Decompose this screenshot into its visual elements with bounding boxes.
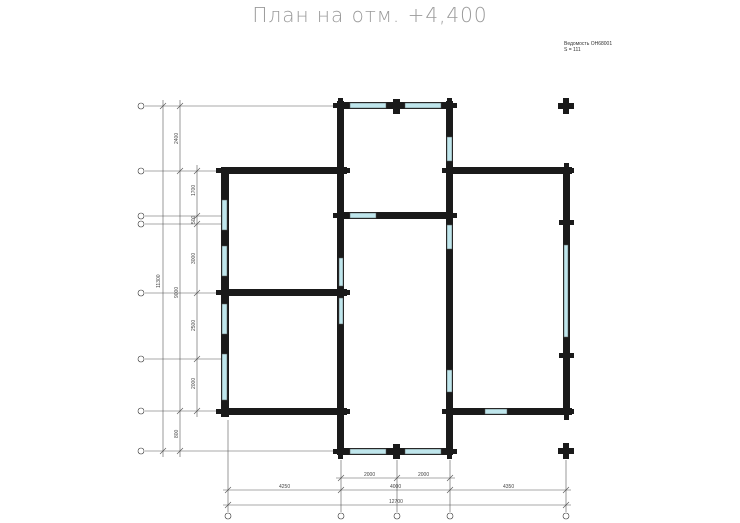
column-axis-markers: [224, 512, 570, 520]
walls: [216, 98, 574, 459]
window-top-right: [404, 102, 442, 109]
wall-left-block-middle: [221, 289, 347, 296]
bottom-dimension-lines: [223, 420, 571, 512]
window-right-bottom: [484, 408, 508, 415]
wall-left-block-top: [221, 167, 347, 174]
opening-center-mid: [446, 224, 453, 250]
door-left-lower: [338, 297, 344, 325]
wall-center-right: [446, 101, 453, 455]
dim-seg-e: 2000: [191, 378, 197, 389]
plan-title: План на отм. +4,400: [252, 3, 488, 27]
dim-seg-b: 500: [191, 215, 197, 224]
dim-seg-top: 2400: [174, 133, 180, 144]
window-left-1: [221, 199, 228, 231]
wall-right-block-top: [446, 167, 572, 174]
wall-left-block-bottom: [221, 408, 347, 415]
window-center-inner: [349, 212, 377, 219]
dim-bottom-2000-b: 2000: [418, 472, 429, 478]
dim-left-inner: 9000: [174, 287, 180, 298]
windows: [221, 102, 569, 455]
dim-bottom-total: 12700: [389, 499, 403, 505]
wall-right-block-bottom: [446, 408, 572, 415]
dim-seg-a: 1700: [191, 185, 197, 196]
window-bottom-left: [349, 448, 387, 455]
dim-seg-c: 3000: [191, 253, 197, 264]
opening-center-top: [446, 136, 453, 162]
window-left-3: [221, 303, 228, 335]
door-left-upper: [338, 257, 344, 287]
dim-bottom-4000: 4000: [390, 484, 401, 490]
dim-bottom-2000-a: 2000: [364, 472, 375, 478]
left-dimension-lines: [145, 100, 340, 457]
dim-seg-d: 2500: [191, 320, 197, 331]
stamp-line-2: S = 111: [564, 47, 581, 53]
opening-center-low: [446, 369, 453, 393]
wall-center-inner: [337, 212, 453, 219]
window-left-2: [221, 245, 228, 277]
dim-bottom-4350: 4350: [503, 484, 514, 490]
row-axis-markers: [137, 102, 145, 455]
window-bottom-right: [404, 448, 442, 455]
sheet-stamp: Ведомость ОН68001 S = 111: [564, 41, 612, 53]
window-left-4: [221, 353, 228, 401]
stamp-line-1: Ведомость ОН68001: [564, 41, 613, 47]
window-top-left: [349, 102, 387, 109]
dim-left-outer: 11300: [156, 274, 162, 288]
dim-bottom-4250: 4250: [279, 484, 290, 490]
dim-seg-f: 800: [174, 429, 180, 438]
window-right-wall: [563, 244, 569, 338]
